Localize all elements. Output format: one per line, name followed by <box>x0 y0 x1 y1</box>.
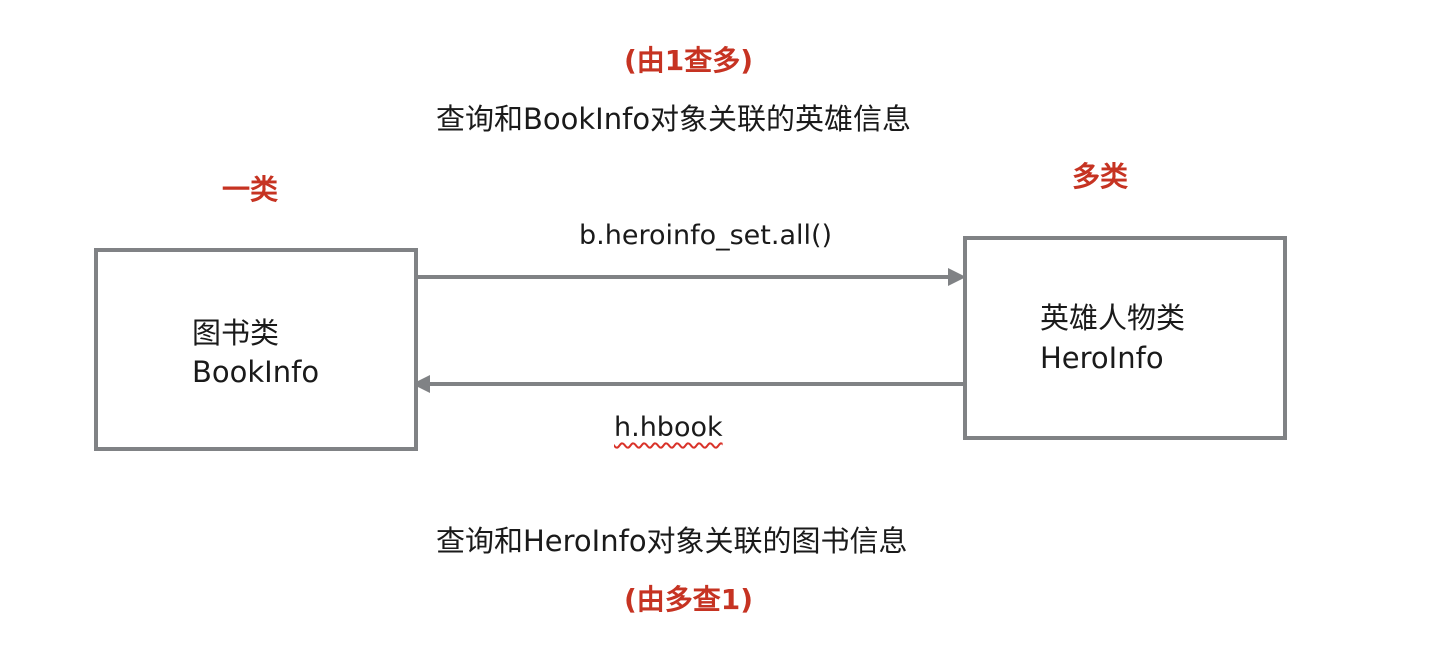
backward-arrow-label: h.hbook <box>614 412 723 443</box>
left-category-label: 一类 <box>222 173 279 206</box>
heroinfo-box-line1: 英雄人物类 <box>1040 301 1186 335</box>
right-category-label: 多类 <box>1072 160 1129 193</box>
backward-arrow <box>412 375 964 393</box>
top-description: 查询和BookInfo对象关联的英雄信息 <box>436 102 912 136</box>
heroinfo-class-box <box>963 236 1287 440</box>
bookinfo-box-line2: BookInfo <box>192 355 320 389</box>
forward-arrow <box>416 268 966 286</box>
bookinfo-class-box <box>94 248 418 451</box>
one-to-many-direction-label: (由1查多) <box>624 44 754 77</box>
many-to-one-direction-label: (由多查1) <box>624 583 754 616</box>
forward-arrow-label: b.heroinfo_set.all() <box>579 220 833 251</box>
heroinfo-box-line2: HeroInfo <box>1040 341 1164 375</box>
bottom-description: 查询和HeroInfo对象关联的图书信息 <box>436 524 908 558</box>
bookinfo-box-line1: 图书类 <box>192 316 280 350</box>
